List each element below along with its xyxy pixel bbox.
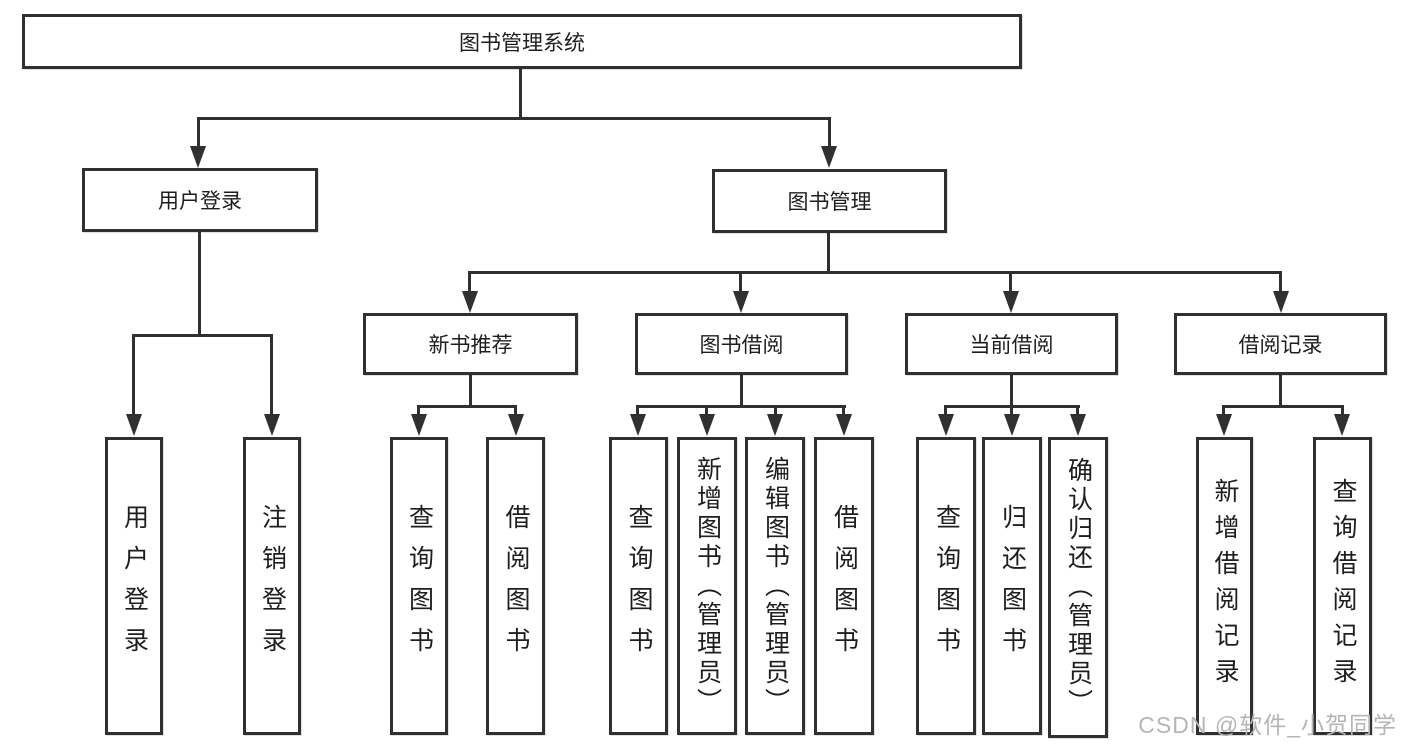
connector (198, 232, 201, 335)
connector (519, 67, 522, 118)
arrow-down-icon (699, 414, 715, 436)
connector (1010, 375, 1013, 406)
connector (827, 233, 830, 272)
arrow-down-icon (1070, 414, 1086, 436)
arrow-down-icon (462, 291, 478, 313)
node-label: 当前借阅 (969, 334, 1054, 357)
leaf-label: 归还图书 (998, 504, 1027, 668)
arrow-down-icon (190, 146, 206, 168)
leaf-label: 查询图书 (405, 504, 434, 668)
arrow-down-icon (264, 414, 280, 436)
connector (1076, 405, 1079, 415)
connector (469, 375, 472, 406)
connector (740, 375, 743, 406)
arrow-down-icon (821, 146, 837, 168)
connector (1222, 405, 1344, 408)
connector (514, 405, 517, 415)
leaf-label: 确认归还（管理员） (1064, 457, 1093, 718)
connector (636, 405, 639, 415)
connector (1009, 271, 1012, 291)
connector (739, 271, 742, 291)
arrow-down-icon (126, 414, 142, 436)
connector (1222, 405, 1225, 415)
leaf-label: 查询借阅记录 (1329, 478, 1357, 694)
connector (636, 405, 846, 408)
leaf-add-borrow-record: 新增借阅记录 (1196, 437, 1253, 735)
node-book-management: 图书管理 (712, 169, 947, 233)
connector (132, 334, 135, 415)
node-current-borrowing: 当前借阅 (905, 313, 1118, 375)
connector (132, 334, 273, 337)
arrow-down-icon (508, 414, 524, 436)
connector (468, 271, 1282, 274)
leaf-logout: 注销登录 (243, 437, 301, 735)
leaf-query-borrow-record: 查询借阅记录 (1313, 437, 1372, 735)
leaf-borrow-books-recommend: 借阅图书 (486, 437, 545, 735)
connector (1279, 271, 1282, 291)
leaf-label: 查询图书 (625, 504, 653, 668)
connector (828, 117, 831, 146)
leaf-label: 借阅图书 (830, 504, 859, 668)
node-label: 用户登录 (158, 190, 242, 213)
connector (197, 117, 831, 120)
leaf-user-login: 用户登录 (105, 437, 163, 735)
node-user-login-branch: 用户登录 (82, 168, 318, 232)
connector (705, 405, 708, 415)
arrow-down-icon (1216, 414, 1232, 436)
leaf-label: 用户登录 (120, 504, 149, 668)
leaf-confirm-return-admin: 确认归还（管理员） (1048, 437, 1108, 738)
arrow-down-icon (938, 414, 954, 436)
arrow-down-icon (836, 414, 852, 436)
arrow-down-icon (411, 414, 427, 436)
leaf-label: 查询图书 (932, 504, 961, 668)
connector (270, 334, 273, 415)
connector (417, 405, 517, 408)
node-new-book-recommend: 新书推荐 (363, 313, 578, 375)
connector (1010, 405, 1013, 415)
leaf-label: 新增借阅记录 (1211, 478, 1239, 694)
arrow-down-icon (630, 414, 646, 436)
leaf-query-books-recommend: 查询图书 (390, 437, 448, 735)
node-label: 图书管理 (787, 191, 872, 214)
connector (468, 271, 471, 291)
arrow-down-icon (1003, 291, 1019, 313)
connector (1341, 405, 1344, 415)
connector (197, 117, 200, 146)
node-root: 图书管理系统 (22, 14, 1022, 69)
leaf-return-books: 归还图书 (982, 437, 1042, 735)
leaf-query-books-borrowing: 查询图书 (609, 437, 668, 735)
leaf-label: 注销登录 (258, 504, 287, 668)
connector (944, 405, 947, 415)
leaf-label: 借阅图书 (502, 504, 530, 668)
leaf-label: 新增图书（管理员） (693, 455, 722, 717)
arrow-down-icon (767, 414, 783, 436)
arrow-down-icon (1273, 291, 1289, 313)
arrow-down-icon (1004, 414, 1020, 436)
connector (842, 405, 845, 415)
leaf-label: 编辑图书（管理员） (761, 455, 790, 717)
leaf-edit-book-admin: 编辑图书（管理员） (745, 437, 805, 735)
node-borrow-records: 借阅记录 (1174, 313, 1387, 375)
connector (774, 405, 777, 415)
node-root-label: 图书管理系统 (459, 31, 585, 55)
arrow-down-icon (733, 291, 749, 313)
csdn-watermark: CSDN @软件_小贺同学 (1138, 712, 1397, 738)
node-book-borrowing: 图书借阅 (635, 313, 848, 375)
connector (417, 405, 420, 415)
leaf-query-books-current: 查询图书 (916, 437, 976, 735)
leaf-borrow-books: 借阅图书 (814, 437, 874, 735)
node-label: 图书借阅 (699, 334, 784, 357)
arrow-down-icon (1334, 414, 1350, 436)
node-label: 新书推荐 (428, 334, 513, 357)
leaf-add-book-admin: 新增图书（管理员） (677, 437, 737, 735)
node-label: 借阅记录 (1238, 334, 1323, 357)
connector (1279, 375, 1282, 406)
